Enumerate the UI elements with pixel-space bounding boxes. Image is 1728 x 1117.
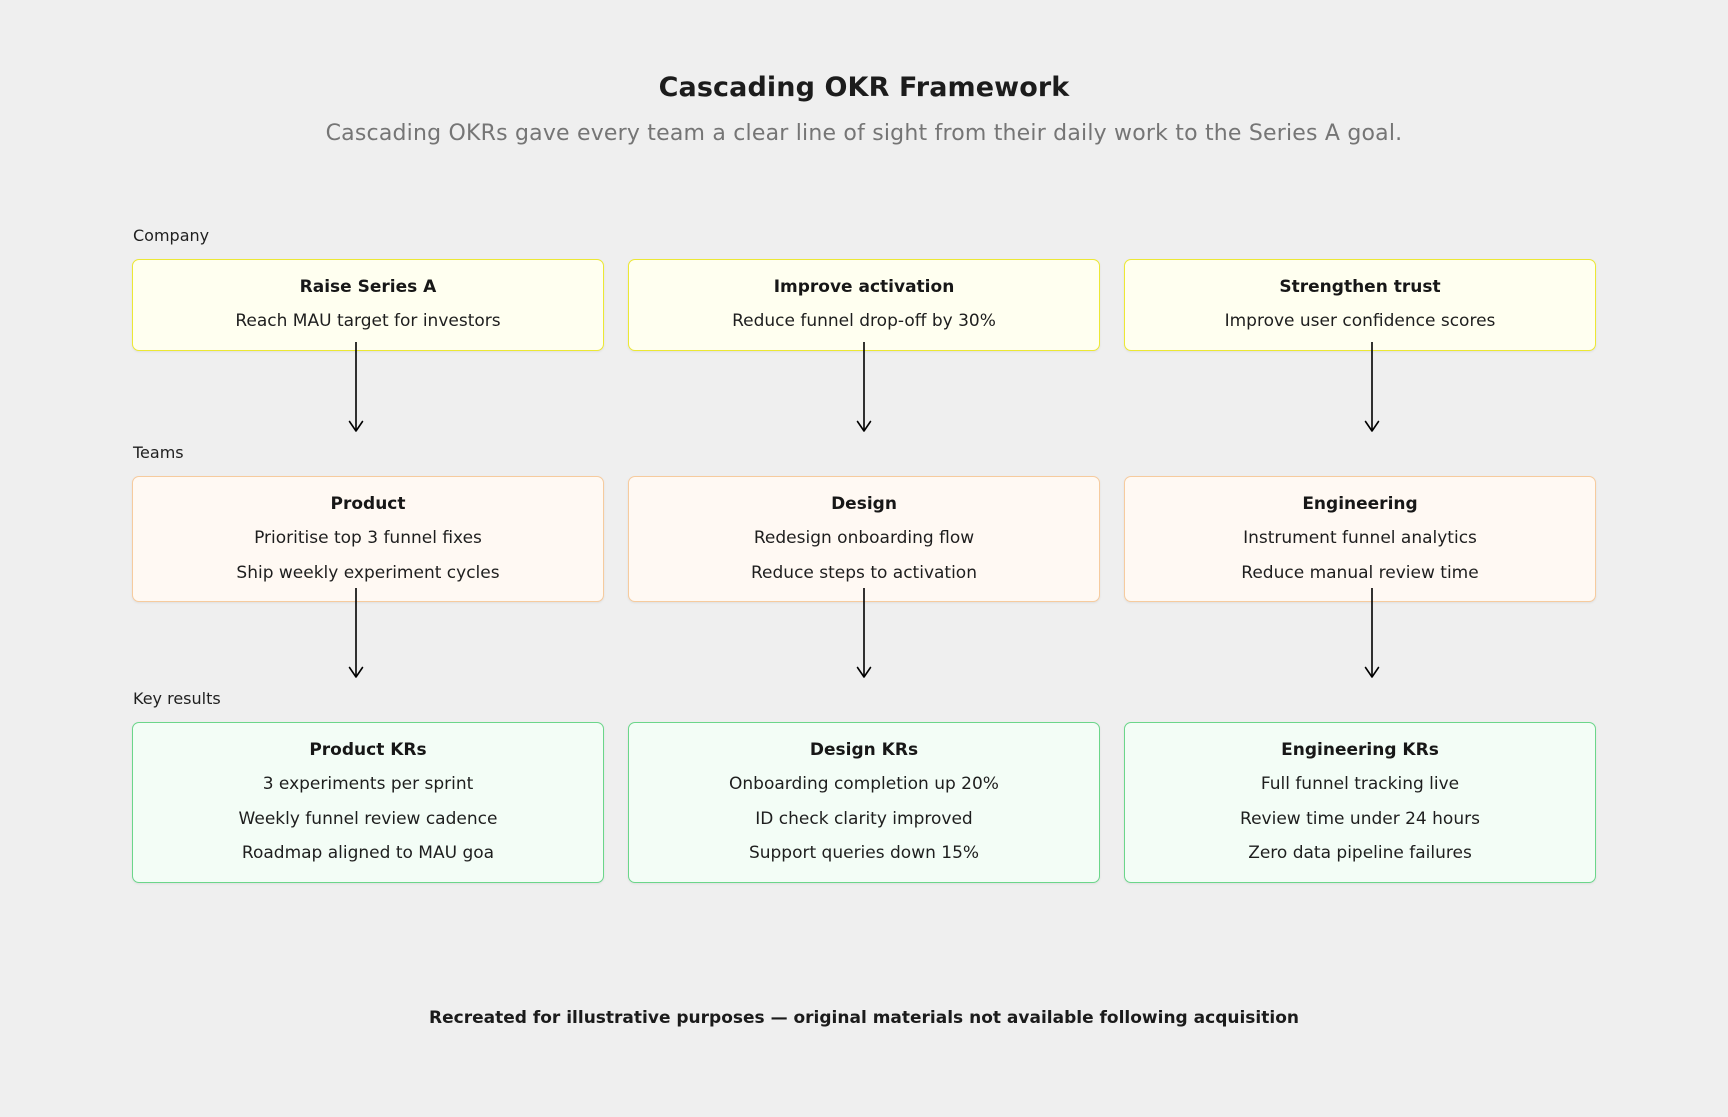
card-title: Product: [330, 494, 406, 514]
card-line: Instrument funnel analytics: [1243, 528, 1477, 549]
arrow-head-company-design: [856, 420, 872, 432]
card-design[interactable]: Design Redesign onboarding flow Reduce s…: [628, 476, 1100, 603]
card-title: Strengthen trust: [1279, 277, 1441, 297]
card-engineering[interactable]: Engineering Instrument funnel analytics …: [1124, 476, 1596, 603]
card-product[interactable]: Product Prioritise top 3 funnel fixes Sh…: [132, 476, 604, 603]
footer-note: Recreated for illustrative purposes — or…: [429, 1008, 1299, 1028]
card-line: Reduce funnel drop-off by 30%: [732, 311, 996, 332]
tier-company: Company Raise Series A Reach MAU target …: [132, 228, 1596, 351]
arrow-head-company-engineering: [1364, 420, 1380, 432]
card-line: Support queries down 15%: [748, 843, 980, 864]
tier-label-teams: Teams: [133, 443, 184, 462]
card-line: Weekly funnel review cadence: [238, 808, 498, 829]
tier-label-key-results: Key results: [133, 689, 221, 708]
card-title: Engineering: [1302, 494, 1418, 514]
card-strengthen-trust[interactable]: Strengthen trust Improve user confidence…: [1124, 259, 1596, 351]
card-title: Design KRs: [809, 740, 919, 760]
page-subtitle: Cascading OKRs gave every team a clear l…: [325, 121, 1403, 147]
card-row-teams: Product Prioritise top 3 funnel fixes Sh…: [132, 476, 1596, 603]
card-raise-series-a[interactable]: Raise Series A Reach MAU target for inve…: [132, 259, 604, 351]
card-line: Roadmap aligned to MAU goa: [241, 843, 495, 864]
card-design-krs[interactable]: Design KRs Onboarding completion up 20% …: [628, 722, 1100, 883]
connector-arrows-group: [348, 342, 1380, 432]
card-title: Raise Series A: [299, 277, 437, 297]
tier-key-results: Key results Product KRs 3 experiments pe…: [132, 691, 1596, 883]
card-row-key-results: Product KRs 3 experiments per sprint Wee…: [132, 722, 1596, 883]
card-line: 3 experiments per sprint: [262, 774, 474, 795]
card-line: Reduce steps to activation: [751, 562, 977, 583]
card-title: Engineering KRs: [1281, 740, 1439, 760]
card-title: Design: [831, 494, 897, 514]
tier-teams: Teams Product Prioritise top 3 funnel fi…: [132, 443, 1596, 603]
arrow-head-company-product: [348, 420, 364, 432]
card-row-company: Raise Series A Reach MAU target for inve…: [132, 259, 1596, 351]
arrow-head-product-krs: [348, 666, 364, 678]
connector-row-teams-to-krs: [132, 582, 1596, 730]
page-header: Cascading OKR Framework Cascading OKRs g…: [0, 72, 1728, 148]
card-line: Reach MAU target for investors: [235, 311, 501, 332]
card-product-krs[interactable]: Product KRs 3 experiments per sprint Wee…: [132, 722, 604, 883]
card-line: ID check clarity improved: [755, 808, 973, 829]
card-title: Product KRs: [309, 740, 427, 760]
card-line: Ship weekly experiment cycles: [236, 562, 500, 583]
connector-row-company-to-teams: [132, 336, 1596, 484]
card-improve-activation[interactable]: Improve activation Reduce funnel drop-of…: [628, 259, 1100, 351]
page-title: Cascading OKR Framework: [658, 72, 1070, 103]
card-title: Improve activation: [773, 277, 955, 297]
card-line: Zero data pipeline failures: [1248, 843, 1472, 864]
card-engineering-krs[interactable]: Engineering KRs Full funnel tracking liv…: [1124, 722, 1596, 883]
arrow-head-engineering-krs: [1364, 666, 1380, 678]
card-line: Reduce manual review time: [1241, 562, 1479, 583]
connector-arrows-group: [348, 588, 1380, 678]
card-line: Review time under 24 hours: [1240, 808, 1480, 829]
card-line: Improve user confidence scores: [1224, 311, 1496, 332]
tier-label-company: Company: [133, 226, 210, 245]
card-line: Redesign onboarding flow: [753, 528, 975, 549]
card-line: Prioritise top 3 funnel fixes: [254, 528, 482, 549]
arrow-head-design-krs: [856, 666, 872, 678]
card-line: Full funnel tracking live: [1260, 774, 1460, 795]
card-line: Onboarding completion up 20%: [729, 774, 999, 795]
